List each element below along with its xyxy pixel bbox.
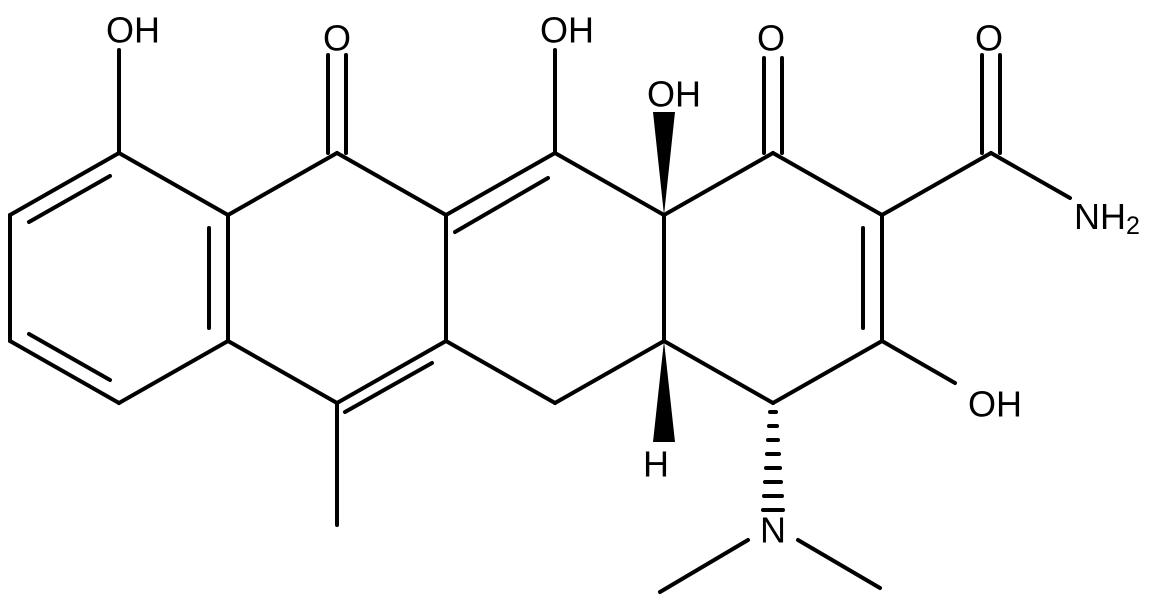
bond-c5a-c6 xyxy=(335,339,448,405)
label-oh-c3: OH xyxy=(968,384,1022,425)
bond-n-methyl-left xyxy=(658,538,750,594)
label-amide-nh: NH xyxy=(1074,196,1126,237)
bond-ring-a-3 xyxy=(117,339,230,405)
bond-c12-c12a xyxy=(553,151,666,217)
bond-c10a-c11 xyxy=(226,151,339,217)
bond-c11a-c12-inner xyxy=(453,176,550,234)
bond-c4-c4a xyxy=(662,339,775,405)
bond-ring-a-6 xyxy=(8,151,121,217)
label-stereo-h: H xyxy=(643,444,669,485)
bond-ring-a-1 xyxy=(117,151,230,217)
bond-c12a-c1 xyxy=(662,151,775,217)
wedge-c12a-oh xyxy=(653,112,675,215)
label-amide-nitrogen: NH2 xyxy=(1074,196,1140,241)
bond-c3-c4 xyxy=(771,339,884,405)
bond-ring-a-inner-2 xyxy=(27,332,112,382)
label-oxo-c1: O xyxy=(757,18,785,59)
bond-c5a-c6-inner xyxy=(343,361,434,414)
bond-n-methyl-right xyxy=(796,538,882,590)
label-dimethylamino-n: N xyxy=(760,510,786,551)
label-oh-peri: OH xyxy=(106,10,160,51)
bond-c4a-c5 xyxy=(553,339,666,405)
bond-c3-oh xyxy=(880,339,957,385)
label-oh-c12: OH xyxy=(540,10,594,51)
label-oxo-c11: O xyxy=(323,18,351,59)
bond-camide-n xyxy=(989,151,1072,200)
hashed-wedge-c4-n xyxy=(761,410,785,512)
bond-c6-c6a xyxy=(226,339,339,405)
bond-c5-c5a xyxy=(444,339,557,405)
label-amide-oxygen: O xyxy=(975,18,1003,59)
label-amide-subscript: 2 xyxy=(1126,212,1140,240)
bond-c11-c11a xyxy=(335,151,448,217)
bond-ring-a-4 xyxy=(8,339,121,405)
bond-ring-a-inner-3 xyxy=(27,174,112,224)
wedge-c4a-h xyxy=(653,341,675,442)
label-oh-c12a: OH xyxy=(647,74,701,115)
bond-c1-c2 xyxy=(771,151,884,217)
bond-c11a-c12 xyxy=(444,151,557,217)
bond-c2-camide xyxy=(880,151,993,217)
